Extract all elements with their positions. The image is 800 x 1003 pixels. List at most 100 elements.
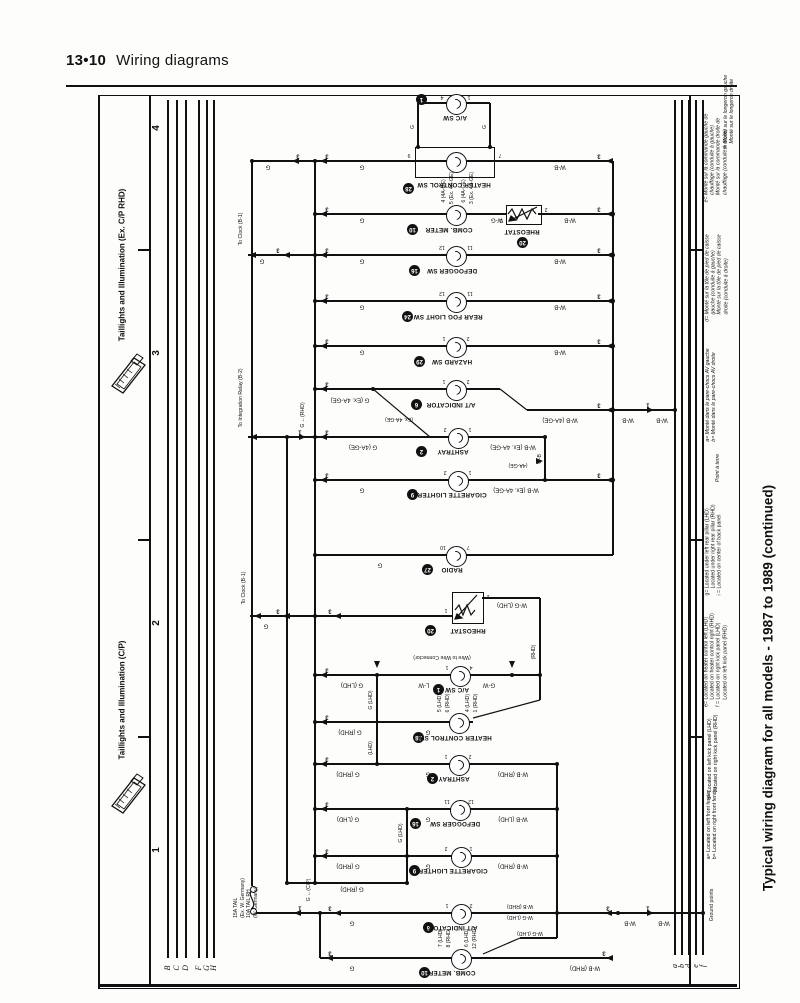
wire-label: G (LHD) (397, 823, 404, 843)
wire-vline (319, 913, 321, 958)
wire-label: 1 (298, 904, 302, 911)
component-label: DEFOGGER SW (429, 819, 481, 827)
wire-arrow-icon (536, 457, 543, 464)
component-label: HAZARD SW (431, 357, 473, 365)
wire-label: W-B (554, 163, 566, 170)
wire-arrow-icon (647, 406, 654, 413)
wire-label: 2 (486, 593, 490, 600)
wire-arrow-icon (283, 612, 290, 619)
wire-label: W-B (536, 454, 543, 464)
component-label: DEFOGGER SW (426, 266, 478, 274)
component-ref-badge: 28 (402, 182, 414, 194)
junction-dot (554, 761, 560, 767)
junction-dot (672, 407, 678, 413)
junction-dot (312, 298, 318, 304)
wire-label: G (LHD) (367, 690, 374, 710)
wire-label: 1 (445, 902, 449, 909)
wire-label: W-B (622, 416, 634, 423)
wire-label: W-B (Ex. 4A-GE) (490, 443, 536, 450)
wire-hline (538, 213, 613, 215)
wire-vline (539, 598, 541, 700)
component-ref-badge: 10 (406, 223, 418, 235)
wire-label: 10 (440, 544, 446, 551)
component-label: A/C SW (445, 685, 469, 693)
wire-vline (417, 103, 419, 147)
wire-vline (206, 100, 208, 958)
wire-vline (688, 100, 690, 955)
wire-arrow-icon (606, 210, 613, 217)
wire-hline (252, 912, 703, 914)
wire-label: 4 (4A-GE) (440, 179, 447, 203)
wire-hline (138, 249, 150, 251)
wire-label: 4 (440, 94, 444, 101)
wire-arrow-icon (320, 297, 327, 304)
fuse-terminal-icon (249, 885, 257, 893)
wire-label: To Clock (B-1) (237, 212, 244, 246)
wire-vline (612, 161, 614, 555)
wire-hline (315, 808, 557, 810)
wire-label: 3 (325, 713, 329, 720)
bulb-icon (450, 846, 472, 868)
wire-label: 3 (597, 152, 601, 159)
wire-arrow-icon (606, 954, 613, 961)
wire-label: W-B (624, 919, 636, 926)
connector-icon (111, 773, 146, 814)
junction-dot (249, 158, 255, 164)
component-ref-badge: 9 (406, 488, 418, 500)
wire-arrow-icon (292, 157, 299, 164)
junction-dot (554, 910, 560, 916)
wire-hline (287, 882, 407, 884)
wire-label: 3 (597, 337, 601, 344)
wire-label: G (349, 964, 355, 971)
bulb-icon (450, 948, 472, 970)
wire-label: 3 (325, 337, 329, 344)
wire-label: 6 (4A-GE) (460, 179, 467, 203)
wire-label: G (359, 163, 365, 170)
wire-hline (520, 937, 557, 939)
wire-arrow-icon (606, 406, 613, 413)
wire-vline (674, 100, 676, 955)
wire-label: 5 (LHD) (436, 693, 443, 713)
section-number: 1 (151, 847, 162, 853)
junction-dot (700, 910, 706, 916)
wire-vline (489, 103, 491, 147)
wire-label: 3 (325, 428, 329, 435)
component-ref-badge: 2 (415, 445, 427, 457)
component-label: REAR FOG LIGHT SW (413, 312, 483, 320)
wire-label: G (4A-GE) (348, 443, 378, 450)
junction-dot (374, 761, 380, 767)
junction-dot (317, 910, 323, 916)
ground-note: Point à terre (714, 453, 721, 483)
wire-label: W-G (LHD) (517, 930, 543, 937)
junction-dot (312, 719, 318, 725)
wire-vline (149, 95, 151, 987)
wire-label: W-B (4A-GE) (542, 416, 578, 423)
wire-label: 1 (444, 607, 448, 614)
junction-dot (537, 672, 543, 678)
wire-label: G (481, 124, 488, 130)
wire-vline (406, 809, 408, 883)
wire-vline (702, 100, 704, 955)
wire-vline (689, 95, 691, 987)
component-ref-badge: 29 (413, 355, 425, 367)
wire-arrow-icon (283, 251, 290, 258)
wire-label: G (359, 216, 365, 223)
ground-note: d= Monté sur la tôle de pied de caisse g… (704, 234, 730, 322)
component-label: CIGARETTE LIGHTER (417, 490, 487, 498)
wire-label: 11 (444, 798, 450, 805)
wire-label: 7 (498, 152, 502, 159)
wire-arrow-icon (647, 909, 654, 916)
wire-label: To Integration Relay (B-2) (237, 368, 244, 428)
bulb-icon (445, 291, 467, 313)
junction-dot (554, 853, 560, 859)
wire-label: G (259, 257, 265, 264)
bulb-icon (448, 712, 470, 734)
wire-arrow-icon (326, 954, 333, 961)
wire-hline (250, 615, 452, 617)
junction-dot (312, 761, 318, 767)
wire-label: To Clock (B-1) (240, 571, 247, 605)
ground-letter: f (698, 964, 708, 968)
wire-arrow-icon (334, 612, 341, 619)
wire-label: 6 (LHD) (463, 928, 470, 948)
wire-label: 7 (466, 544, 470, 551)
